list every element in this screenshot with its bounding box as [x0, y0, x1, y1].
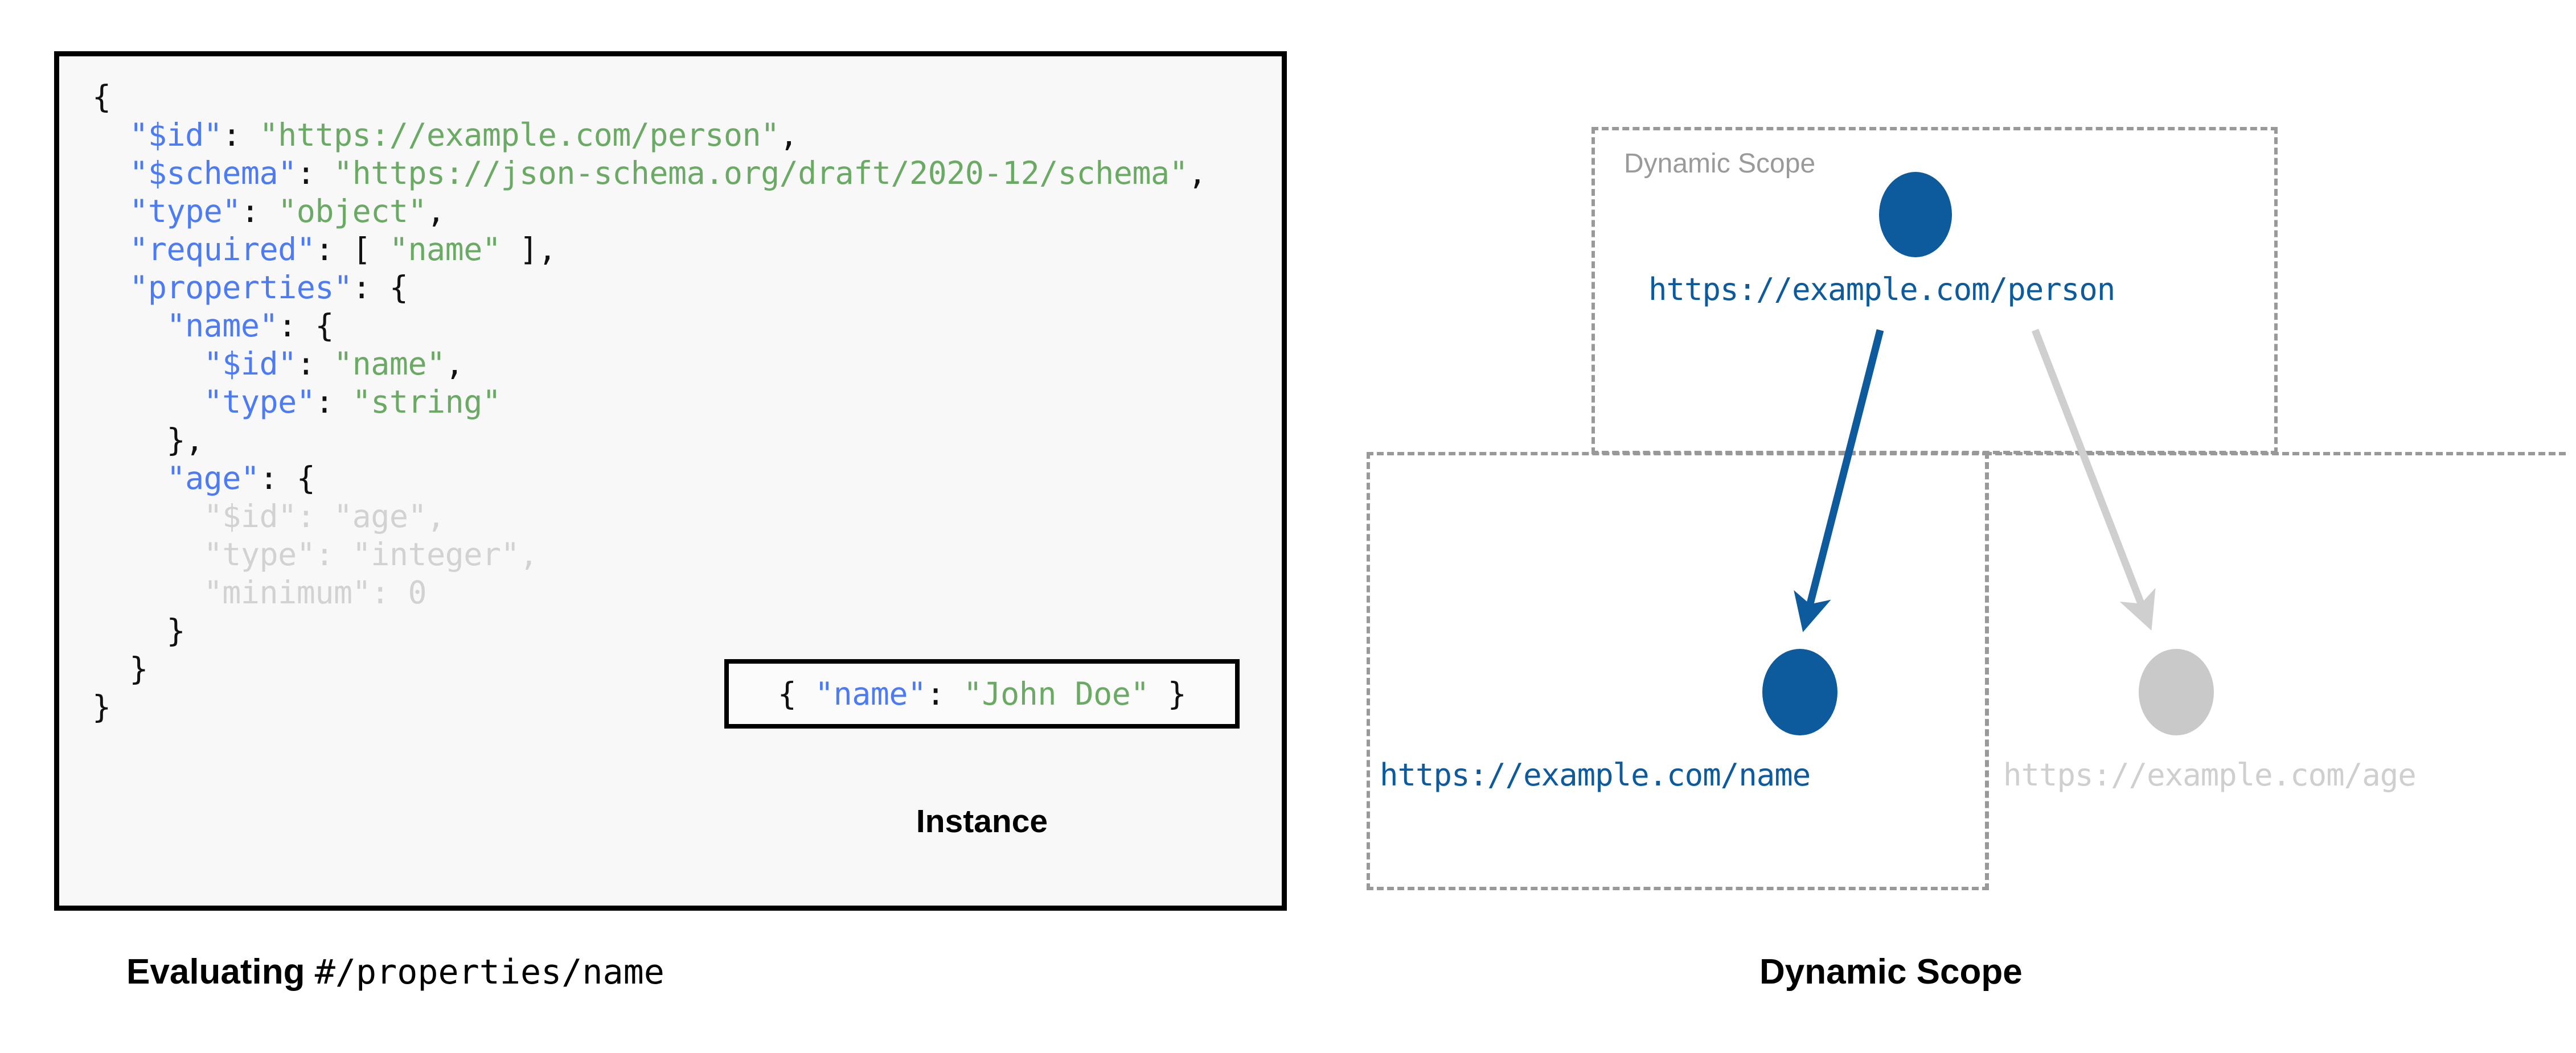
scope-box-name	[1367, 452, 1989, 890]
code-token: :	[296, 498, 334, 534]
code-line: "name": {	[92, 307, 1207, 345]
code-line: "$schema": "https://json-schema.org/draf…	[92, 154, 1207, 192]
code-token: ,	[426, 498, 445, 534]
code-token: ,	[1188, 155, 1207, 191]
code-token: :	[371, 574, 408, 611]
code-token: ,	[426, 193, 445, 229]
code-token: "age"	[166, 460, 260, 496]
code-line: "properties": {	[92, 269, 1207, 307]
code-token: "$id"	[203, 498, 297, 534]
code-token: "integer"	[352, 536, 520, 573]
code-token: : {	[352, 269, 408, 306]
code-token	[92, 460, 166, 496]
node-label-person: https://example.com/person	[1648, 272, 2115, 307]
code-token: "properties"	[129, 269, 352, 306]
code-token: "$schema"	[129, 155, 297, 191]
code-token: :	[315, 384, 352, 420]
code-line: "$id": "age",	[92, 497, 1207, 536]
code-token: "$id"	[203, 345, 297, 382]
left-caption-bold: Evaluating	[126, 952, 315, 992]
code-token: :	[222, 117, 260, 153]
code-line: "minimum": 0	[92, 574, 1207, 612]
code-token	[92, 307, 166, 344]
instance-label: Instance	[916, 803, 1048, 840]
code-token	[92, 384, 204, 420]
code-line: "type": "object",	[92, 192, 1207, 231]
code-token: : {	[278, 307, 334, 344]
code-token: "type"	[203, 384, 315, 420]
code-token: ,	[779, 117, 798, 153]
code-token	[92, 231, 129, 268]
right-figure-caption: Dynamic Scope	[1759, 952, 2023, 992]
code-line: "$id": "name",	[92, 345, 1207, 383]
left-caption-pointer: #/properties/name	[314, 952, 664, 992]
code-line: "age": {	[92, 459, 1207, 497]
dynamic-scope-diagram: Dynamic Scope https://example.com/person…	[1310, 85, 2568, 928]
code-token: "type"	[129, 193, 241, 229]
code-token: "name"	[389, 231, 501, 268]
code-token	[92, 193, 129, 229]
code-token: "name"	[814, 676, 926, 712]
code-line: "type": "string"	[92, 383, 1207, 421]
code-token: }	[92, 651, 148, 687]
node-circle-person	[1879, 172, 1952, 257]
code-token: "John Doe"	[963, 676, 1150, 712]
schema-json-code: { "$id": "https://example.com/person", "…	[92, 78, 1207, 726]
code-token: :	[296, 155, 334, 191]
code-token	[92, 498, 204, 534]
code-line: }	[92, 688, 1207, 726]
code-token: "name"	[166, 307, 278, 344]
code-token: "https://example.com/person"	[259, 117, 780, 153]
code-token: {	[777, 676, 815, 712]
code-token: : {	[259, 460, 315, 496]
code-token: }	[92, 612, 186, 649]
code-token	[92, 536, 204, 573]
code-token: 0	[408, 574, 427, 611]
code-token: : [	[315, 231, 389, 268]
code-token: "minimum"	[203, 574, 371, 611]
instance-box: { "name": "John Doe" }	[724, 659, 1240, 729]
code-token: :	[240, 193, 278, 229]
code-line: "$id": "https://example.com/person",	[92, 116, 1207, 154]
code-token: {	[92, 79, 111, 115]
code-token: ,	[445, 345, 464, 382]
code-token: "required"	[129, 231, 315, 268]
code-token: :	[926, 676, 963, 712]
code-token: }	[92, 689, 111, 725]
code-token: :	[296, 345, 334, 382]
scope-box-age	[1985, 452, 2566, 890]
code-token	[92, 117, 129, 153]
left-figure-caption: Evaluating #/properties/name	[126, 952, 664, 992]
node-label-age: https://example.com/age	[2003, 757, 2417, 793]
scope-box-label: Dynamic Scope	[1624, 149, 1816, 179]
code-token	[92, 574, 204, 611]
code-line: }	[92, 612, 1207, 650]
code-token: :	[315, 536, 352, 573]
code-token: "$id"	[129, 117, 223, 153]
node-circle-name	[1762, 649, 1837, 735]
code-token	[92, 155, 129, 191]
schema-code-panel: { "$id": "https://example.com/person", "…	[54, 51, 1287, 911]
node-label-name: https://example.com/name	[1380, 757, 1811, 793]
code-token	[92, 345, 204, 382]
node-circle-age	[2139, 649, 2214, 735]
code-token: "https://json-schema.org/draft/2020-12/s…	[333, 155, 1188, 191]
code-token: "object"	[278, 193, 427, 229]
code-token: "age"	[334, 498, 427, 534]
code-token: ,	[519, 536, 538, 573]
code-token: "name"	[334, 345, 445, 382]
code-token: "type"	[203, 536, 315, 573]
code-line: },	[92, 421, 1207, 459]
code-token: "string"	[352, 384, 501, 420]
code-token: ],	[501, 231, 557, 268]
code-line: "required": [ "name" ],	[92, 231, 1207, 269]
code-line: {	[92, 78, 1207, 116]
code-token: }	[1149, 676, 1187, 712]
code-token: },	[92, 422, 204, 458]
code-token	[92, 269, 129, 306]
code-line: }	[92, 650, 1207, 688]
code-line: "type": "integer",	[92, 536, 1207, 574]
instance-json-code: { "name": "John Doe" }	[778, 676, 1187, 712]
